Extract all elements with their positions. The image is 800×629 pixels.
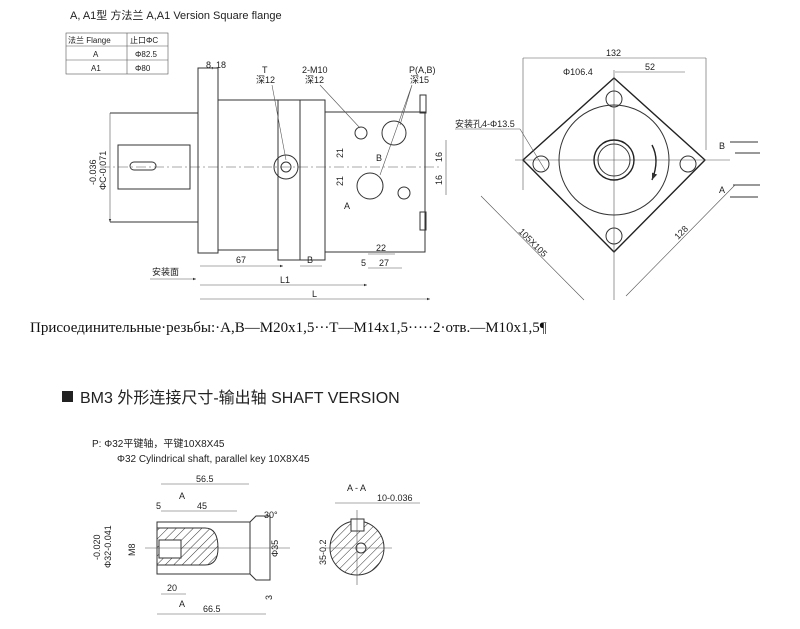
dim-30deg: 30° (264, 510, 278, 520)
dim-56-5: 56.5 (196, 474, 214, 484)
dia-tol-top: -0.036 (88, 159, 98, 185)
port-a-label: A (719, 185, 725, 195)
dim-52: 52 (645, 62, 655, 72)
mount-holes-label: 安装孔4-Φ13.5 (455, 118, 515, 129)
dim-27: 27 (379, 258, 389, 268)
port-b-label: B (719, 141, 725, 151)
tol-top: -0.020 (92, 534, 102, 560)
dim-45: 45 (197, 501, 207, 511)
dia-35: Φ35 (270, 540, 280, 557)
dim-20: 20 (167, 583, 177, 593)
t-port-depth: 深12 (256, 75, 275, 85)
section-mark-top: A (179, 491, 185, 501)
flange-table: 法兰 Flange 止口ΦC A Φ82.5 A1 Φ80 (65, 32, 169, 75)
dim-l1: L1 (280, 275, 290, 285)
dim-128: 128 (672, 224, 690, 242)
drawing-title: A, A1型 方法兰 A,A1 Version Square flange (70, 8, 282, 22)
front-view: 132 Φ106.4 52 安装孔4-Φ13.5 B A 105X105 128 (455, 48, 760, 301)
table-header-c: 止口ΦC (130, 35, 158, 45)
dim-3: 3 (264, 595, 274, 600)
dim-phi106: Φ106.4 (563, 67, 593, 77)
table-header-flange: 法兰 Flange (68, 35, 111, 45)
threads-note: Присоединительные·резьбы:·A,B—M20x1,5···… (30, 320, 547, 336)
table-cell: A (93, 50, 99, 59)
dim-67: 67 (236, 255, 246, 265)
section-mark-bottom: A (179, 599, 185, 609)
key-width: 10-0.036 (377, 493, 413, 503)
port-a-label: A (344, 201, 350, 211)
p-port-depth: 深15 (410, 75, 429, 85)
side-view: 8, 18 T 深12 2-M10 深12 P(A,B) 深15 -0.036 … (88, 60, 447, 301)
dim-21: 21 (335, 176, 345, 186)
key-height: 35-0.2 (318, 539, 328, 565)
mount-face-label: 安装面 (152, 266, 179, 277)
shaft-dia: Φ32-0.041 (103, 525, 113, 568)
dim-16: 16 (434, 152, 444, 162)
dim-66-5: 66.5 (203, 604, 221, 614)
dim-5: 5 (156, 501, 161, 511)
table-cell: A1 (91, 64, 101, 73)
section-bullet-icon (62, 391, 73, 402)
shaft-view: 56.5 A 45 5 30° -0.020 Φ32-0.041 M8 Φ35 … (92, 474, 420, 615)
m8-thread: M8 (127, 543, 137, 556)
dim-b: B (307, 255, 313, 265)
dim-16: 16 (434, 175, 444, 185)
dim-132: 132 (606, 48, 621, 58)
dim-8-18: 8, 18 (206, 60, 226, 70)
m10-depth: 深12 (305, 75, 324, 85)
dim-22: 22 (376, 243, 386, 253)
shaft-spec-line1: P: Φ32平键轴，平键10X8X45 (92, 437, 225, 450)
shaft-spec-line2: Φ32 Cylindrical shaft, parallel key 10X8… (117, 454, 310, 465)
table-cell: Φ80 (135, 64, 151, 73)
dim-105x105: 105X105 (517, 226, 550, 259)
dim-l: L (312, 289, 317, 299)
m10-label: 2-M10 (302, 65, 328, 75)
section-aa-label: A - A (347, 483, 366, 493)
section-title: BM3 外形连接尺寸-输出轴 SHAFT VERSION (80, 389, 400, 407)
dia-c-tol: ΦC-0.071 (98, 151, 108, 190)
dim-21: 21 (335, 148, 345, 158)
p-port-label: P(A,B) (409, 65, 436, 75)
port-b-label: B (376, 153, 382, 163)
table-cell: Φ82.5 (135, 50, 158, 59)
dim-5: 5 (361, 258, 366, 268)
t-port-label: T (262, 65, 268, 75)
